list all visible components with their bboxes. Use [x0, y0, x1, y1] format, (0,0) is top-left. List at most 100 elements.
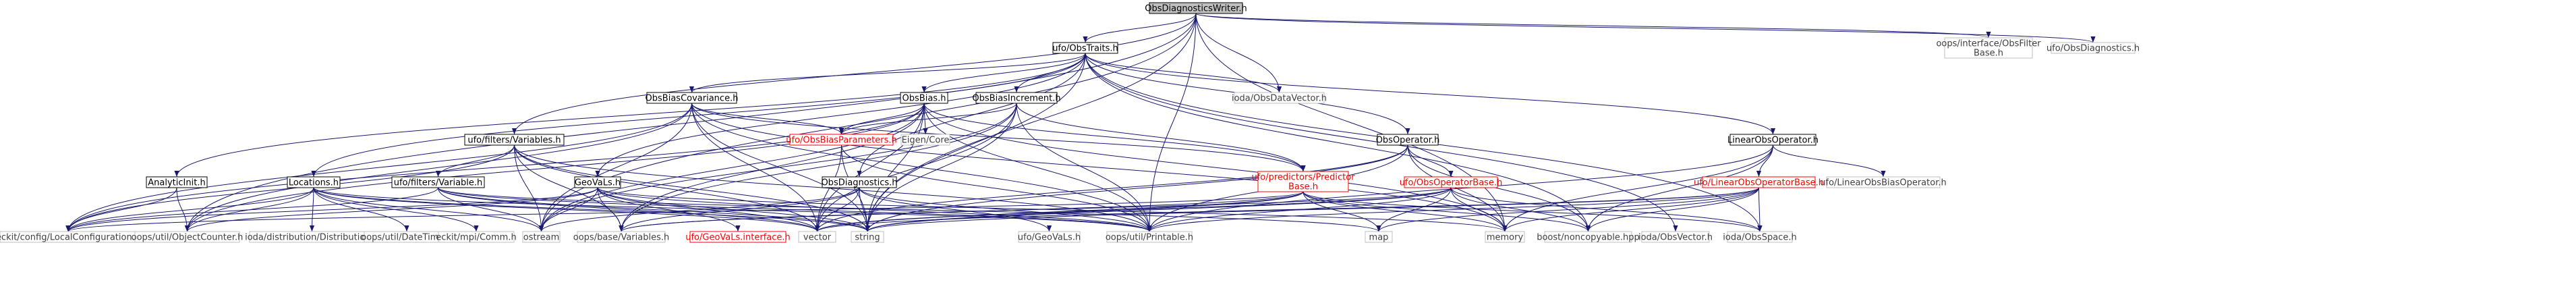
edge-linobsopbase-to-map — [1376, 187, 1759, 232]
edge-obsbiascov-to-localconfig — [65, 103, 692, 232]
node-eigencore[interactable]: Eigen/Core — [900, 134, 950, 146]
edge-filtersvariable-to-vector — [438, 187, 820, 232]
node-localconfig[interactable]: eckit/config/LocalConfiguration.h — [0, 231, 140, 243]
node-label-predictorbase-0: ufo/predictors/Predictor — [1251, 173, 1355, 183]
edge-geovals-to-string — [597, 187, 870, 232]
edge-obstraits-to-analyticinit — [174, 53, 1086, 178]
node-iodaobsvector[interactable]: ioda/ObsVector.h — [1638, 231, 1713, 243]
node-ostream[interactable]: ostream — [522, 231, 561, 243]
node-ufoobsdiag[interactable]: ufo/ObsDiagnostics.h — [2047, 42, 2140, 54]
node-obsoperator[interactable]: ObsOperator.h — [1376, 134, 1440, 146]
node-string[interactable]: string — [851, 231, 884, 243]
node-label-memory-0: memory — [1487, 233, 1524, 243]
node-analyticinit[interactable]: AnalyticInit.h — [146, 176, 208, 188]
node-filtersvariable[interactable]: ufo/filters/Variable.h — [391, 176, 485, 188]
node-vector[interactable]: vector — [798, 231, 836, 243]
node-label-oopsvariables-0: oops/base/Variables.h — [573, 233, 669, 243]
dependency-edges — [65, 13, 2096, 232]
node-box-obsdiagnostics — [822, 176, 897, 188]
edge-root-to-printable — [1147, 13, 1197, 232]
node-box-filtersvariable — [391, 176, 485, 188]
edge-obstraits-to-obsbiascov — [689, 53, 1086, 93]
edge-filtersvars-to-vector — [514, 144, 820, 232]
node-label-vector-0: vector — [803, 233, 832, 243]
node-obsbiasinc[interactable]: ObsBiasIncrement.h — [972, 92, 1061, 104]
edge-locations-to-vector — [313, 187, 820, 232]
edge-obsdiagnostics-to-printable — [859, 187, 1152, 232]
node-label-geovalsinterface-0: ufo/GeoVaLs.interface.h — [685, 233, 791, 243]
edge-root-to-filtersvars — [512, 13, 1197, 135]
node-ufogeovals[interactable]: ufo/GeoVaLs.h — [1018, 231, 1081, 243]
node-box-geovals — [574, 176, 621, 188]
node-obsdiagnostics[interactable]: ObsDiagnostics.h — [821, 176, 898, 188]
edge-obsopbase-to-string — [865, 187, 1452, 232]
node-box-ufogeovals — [1018, 231, 1081, 243]
node-objectcounter[interactable]: oops/util/ObjectCounter.h — [132, 231, 244, 243]
node-box-oopsvariables — [577, 231, 666, 243]
node-box-linobsbiasop — [1826, 176, 1941, 188]
node-box-ostream — [522, 231, 561, 243]
node-linearobsop[interactable]: LinearObsOperator.h — [1727, 134, 1819, 146]
edge-obsbias-to-oopsvariables — [619, 103, 925, 232]
node-map[interactable]: map — [1365, 231, 1393, 243]
node-linobsopbase[interactable]: ufo/LinearObsOperatorBase.h — [1694, 176, 1824, 188]
node-geovalsinterface[interactable]: ufo/GeoVaLs.interface.h — [685, 231, 791, 243]
node-distribution[interactable]: ioda/distribution/Distribution.h — [245, 231, 379, 243]
edge-obsbiascov-to-predictorbase — [691, 103, 1306, 172]
edge-locations-to-datetime — [313, 187, 409, 232]
node-root: ObsDiagnosticsWriter.h — [1145, 2, 1247, 14]
edge-linearobsop-to-memory — [1502, 144, 1773, 232]
edge-obsopbase-to-oopsvariables — [619, 187, 1452, 232]
edge-obsopbase-to-memory — [1450, 187, 1508, 232]
node-printable[interactable]: oops/util/Printable.h — [1106, 231, 1193, 243]
node-label-printable-0: oops/util/Printable.h — [1106, 233, 1193, 243]
node-box-vector — [798, 231, 836, 243]
node-box-filtersvars — [464, 134, 565, 146]
edge-obsoperator-to-memory — [1407, 144, 1508, 232]
node-box-objectcounter — [134, 231, 240, 243]
node-box-string — [851, 231, 884, 243]
node-comm[interactable]: eckit/mpi/Comm.h — [436, 231, 517, 243]
node-label-obsbias-0: ObsBias.h — [903, 94, 946, 104]
node-locations[interactable]: Locations.h — [287, 176, 341, 188]
node-obsbias[interactable]: ObsBias.h — [900, 92, 948, 104]
node-obstraits[interactable]: ufo/ObsTraits.h — [1052, 42, 1118, 54]
edge-obsopbase-to-noncopyable — [1450, 187, 1591, 232]
edge-locations-to-localconfig — [65, 187, 314, 232]
node-geovals[interactable]: GeoVaLs.h — [574, 176, 621, 188]
node-filtersvars[interactable]: ufo/filters/Variables.h — [464, 134, 565, 146]
node-datetime[interactable]: oops/util/DateTime.h — [361, 231, 453, 243]
node-label-geovals-0: GeoVaLs.h — [575, 178, 621, 188]
node-box-linearobsop — [1729, 134, 1816, 146]
node-obsopbase[interactable]: ufo/ObsOperatorBase.h — [1400, 176, 1503, 188]
edge-root-to-ostream — [538, 13, 1197, 232]
node-box-predictorbase — [1257, 171, 1349, 192]
node-iodadatavec[interactable]: ioda/ObsDataVector.h — [1232, 92, 1327, 104]
node-linobsbiasop[interactable]: ufo/LinearObsBiasOperator.h — [1820, 176, 1947, 188]
node-box-noncopyable — [1544, 231, 1632, 243]
node-obsbiasparams[interactable]: ufo/ObsBiasParameters.h — [786, 134, 897, 146]
node-memory[interactable]: memory — [1485, 231, 1525, 243]
edge-filtersvars-to-ostream — [514, 144, 544, 232]
node-iodaobsspace[interactable]: ioda/ObsSpace.h — [1723, 231, 1797, 243]
node-label-root-0: ObsDiagnosticsWriter.h — [1145, 4, 1247, 14]
edge-geovals-to-vector — [597, 187, 820, 232]
edge-locations-to-string — [313, 187, 870, 232]
edge-linobsopbase-to-printable — [1147, 187, 1759, 232]
edge-filtersvariable-to-localconfig — [65, 187, 438, 232]
node-box-obsbiascov — [646, 92, 737, 104]
edge-geovals-to-memory — [597, 187, 1508, 232]
edge-obsbias-to-memory — [923, 103, 1508, 232]
node-label-obsoperator-0: ObsOperator.h — [1376, 136, 1440, 146]
node-label-obsfilterbase-1: Base.h — [1974, 49, 2003, 59]
node-obsbiascov[interactable]: ObsBiasCovariance.h — [646, 92, 739, 104]
node-label-objectcounter-0: oops/util/ObjectCounter.h — [132, 233, 244, 243]
edge-locations-to-ostream — [313, 187, 544, 232]
node-box-iodaobsvector — [1641, 231, 1710, 243]
edge-obsopbase-to-iodaobsspace — [1450, 187, 1763, 232]
node-noncopyable[interactable]: boost/noncopyable.hpp — [1537, 231, 1640, 243]
edge-obsbiasinc-to-predictorbase — [1016, 103, 1306, 172]
node-oopsvariables[interactable]: oops/base/Variables.h — [573, 231, 669, 243]
